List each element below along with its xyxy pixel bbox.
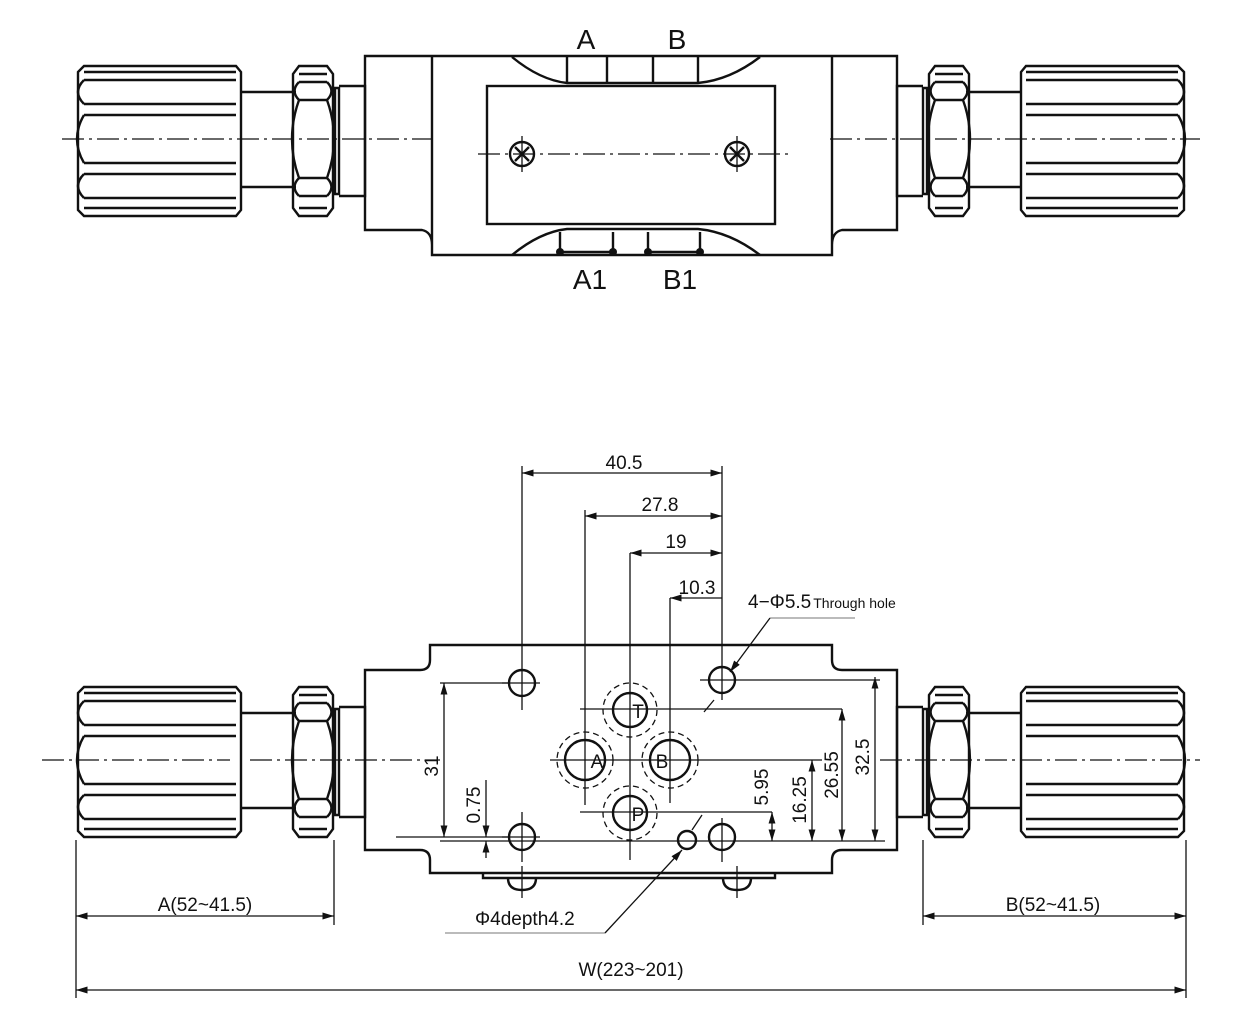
dim-40-5: 40.5 xyxy=(606,453,643,474)
port-boss-top xyxy=(511,56,761,85)
valve-body xyxy=(363,54,899,257)
port-label-a1: A1 xyxy=(573,264,607,295)
port-label-b1: B1 xyxy=(663,264,697,295)
pin-hole-note: Φ4depth4.2 xyxy=(475,909,575,930)
dim-overall-width: W(223~201) xyxy=(578,960,683,981)
top-view: A B A1 B1 xyxy=(62,24,1200,295)
dim-10-3: 10.3 xyxy=(679,578,716,599)
dim-19: 19 xyxy=(665,532,686,553)
left-handwheel-assembly xyxy=(75,64,367,218)
dim-32-5: 32.5 xyxy=(853,739,874,776)
dim-31: 31 xyxy=(422,755,443,776)
dim-26-55: 26.55 xyxy=(822,751,843,799)
valve-body xyxy=(363,643,899,875)
port-boss-bottom xyxy=(511,227,761,256)
left-handwheel-assembly xyxy=(75,685,367,839)
port-label-t: T xyxy=(632,702,644,723)
port-label-p: P xyxy=(632,805,645,826)
port-label-a: A xyxy=(591,752,604,773)
dim-5-95: 5.95 xyxy=(752,769,773,806)
dim-27-8: 27.8 xyxy=(642,495,679,516)
screw-icon xyxy=(508,136,536,172)
cover-plate xyxy=(485,84,777,226)
screw-icon xyxy=(723,136,751,172)
dim-length-a: A(52~41.5) xyxy=(158,895,253,916)
right-handwheel-assembly xyxy=(895,64,1187,218)
port-label-a: A xyxy=(577,24,596,55)
port-label-b: B xyxy=(668,24,687,55)
bottom-view: T A B P 40.5 27.8 19 10.3 5.95 16.25 26.… xyxy=(42,453,1200,998)
locating-pin-hole-icon xyxy=(676,829,698,851)
dim-0-75: 0.75 xyxy=(464,787,485,824)
port-label-b: B xyxy=(656,752,669,773)
right-handwheel-assembly xyxy=(895,685,1187,839)
dim-16-25: 16.25 xyxy=(790,776,811,824)
dim-length-b: B(52~41.5) xyxy=(1006,895,1101,916)
